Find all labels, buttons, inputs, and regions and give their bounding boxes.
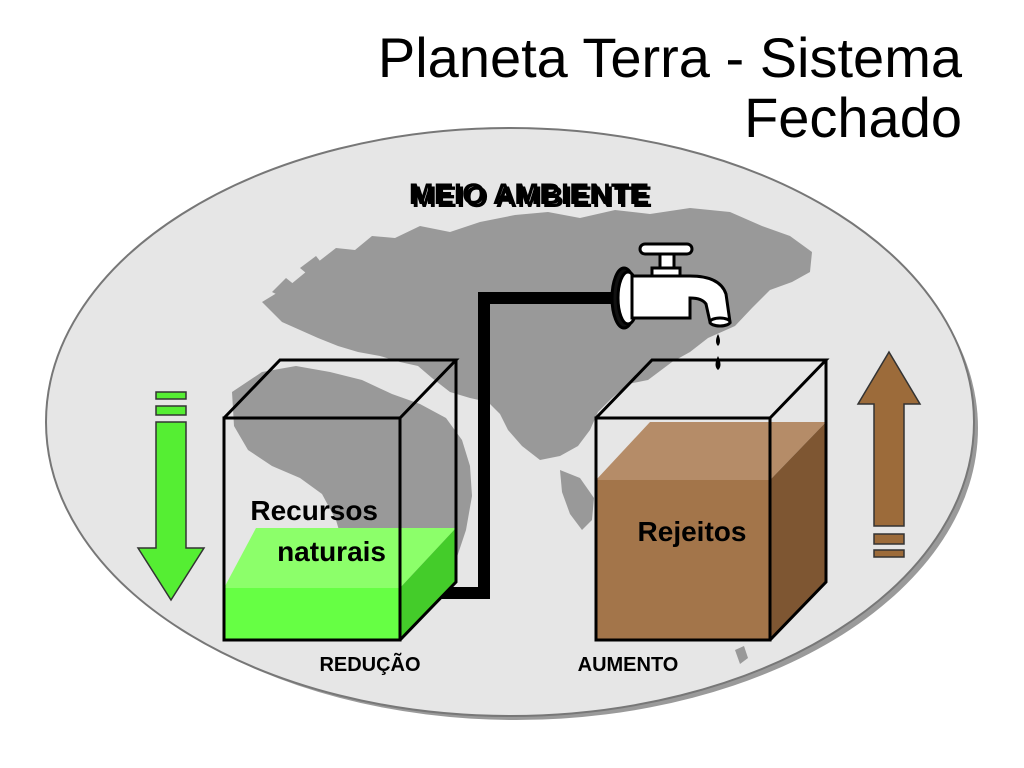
environment-label: MEIO AMBIENTE — [409, 178, 650, 211]
connecting-pipe — [438, 292, 614, 599]
natural-resources-fill-front — [224, 588, 400, 640]
right-tank-caption: AUMENTO — [578, 654, 679, 676]
environment-label-shadow: MEIO AMBIENTE — [412, 181, 653, 214]
natural-resources-fill-side — [400, 528, 456, 640]
page-title: Planeta Terra - Sistema Fechado — [242, 28, 962, 148]
right-tank-label: Rejeitos — [638, 516, 747, 547]
faucet-icon — [610, 242, 732, 330]
title-line-1: Planeta Terra - Sistema — [377, 26, 962, 89]
left-tank: Recursos naturais REDUÇÃO — [222, 358, 460, 676]
down-arrow-icon — [136, 391, 206, 602]
left-tank-caption: REDUÇÃO — [319, 653, 420, 676]
natural-resources-fill-top — [224, 528, 456, 588]
up-arrow-icon — [856, 350, 922, 558]
waste-fill-side — [770, 422, 826, 640]
right-tank: Rejeitos AUMENTO — [578, 358, 830, 676]
left-tank-label-line-1: Recursos — [250, 495, 378, 526]
waste-fill-front — [596, 480, 770, 640]
left-tank-label-line-2: naturais — [277, 536, 386, 567]
title-line-2: Fechado — [744, 86, 962, 149]
